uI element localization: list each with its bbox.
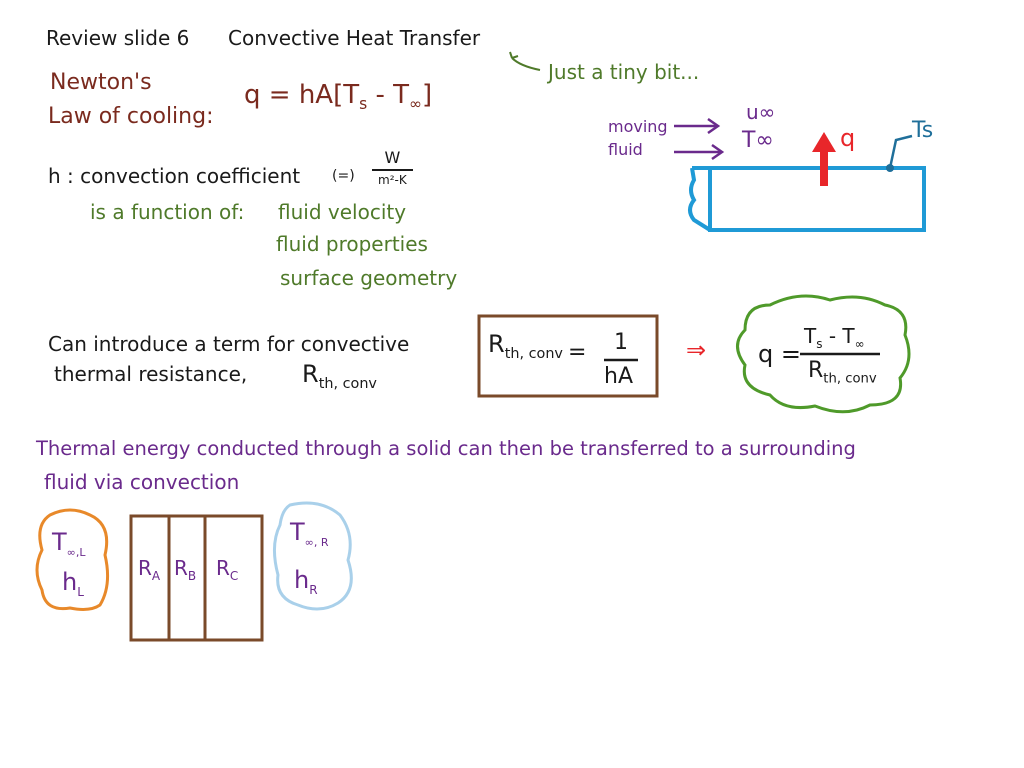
moving-label: moving — [608, 117, 668, 136]
right-fluid-temperature: T∞, R — [290, 518, 329, 549]
title-note: Just a tiny bit... — [548, 60, 700, 84]
ts-label: Ts — [912, 118, 934, 143]
q-label: q — [840, 124, 856, 152]
layer-resistance-c: RC — [216, 556, 239, 583]
left-fluid-coefficient: hL — [62, 568, 84, 599]
slide-title: Convective Heat Transfer — [228, 26, 481, 50]
layer-resistance-b: RB — [174, 556, 197, 583]
note-pointer-head — [509, 51, 519, 59]
note-pointer-arrow — [511, 57, 541, 71]
composite-wall — [129, 514, 264, 642]
right-fluid-coefficient: hR — [294, 566, 318, 597]
q-equation-denominator: Rth, conv — [808, 358, 877, 387]
statement-line2: fluid via convection — [44, 470, 240, 494]
resistance-symbol: Rth, conv — [302, 360, 377, 392]
resistance-intro-line2: thermal resistance, — [54, 362, 248, 386]
implies-arrow: ⇒ — [686, 336, 707, 364]
newton-equation: q = hA[Ts - T∞] — [244, 80, 433, 114]
ts-leader-line — [888, 134, 913, 169]
box-denominator: hA — [604, 364, 633, 389]
function-of-label: is a function of: — [90, 200, 245, 224]
box-equals: = — [568, 340, 587, 365]
units-equivalence: (=) — [332, 168, 355, 184]
factor-fluid-properties: fluid properties — [276, 232, 428, 256]
fluid-label: fluid — [608, 140, 643, 159]
q-equation-numerator: Ts - T∞ — [804, 324, 865, 351]
factor-fluid-velocity: fluid velocity — [278, 200, 407, 224]
fluid-flow-arrows — [674, 117, 725, 161]
green-cloud — [736, 294, 911, 414]
u-infinity-label: u∞ — [746, 100, 776, 124]
heat-flux-arrow — [812, 132, 836, 186]
slide-label: Review slide 6 — [46, 26, 190, 50]
newton-label-line1: Newton's — [50, 70, 152, 95]
left-fluid-blob — [35, 508, 110, 611]
box-resistance-symbol: Rth, conv — [488, 330, 563, 362]
q-equation-lhs: q = — [758, 340, 801, 368]
resistance-intro-line1: Can introduce a term for convective — [48, 332, 410, 356]
box-numerator: 1 — [614, 330, 628, 355]
convection-coefficient-label: h : convection coefficient — [48, 164, 301, 188]
right-fluid-blob — [273, 501, 353, 611]
factor-surface-geometry: surface geometry — [280, 266, 458, 290]
resistance-box — [477, 314, 659, 398]
newton-label-line2: Law of cooling: — [48, 104, 214, 129]
ts-point — [886, 164, 894, 172]
t-infinity-label: T∞ — [742, 128, 774, 153]
layer-resistance-a: RA — [138, 556, 161, 583]
left-fluid-temperature: T∞,L — [52, 528, 86, 559]
statement-line1: Thermal energy conducted through a solid… — [36, 437, 856, 460]
plate-drawing — [688, 166, 926, 232]
